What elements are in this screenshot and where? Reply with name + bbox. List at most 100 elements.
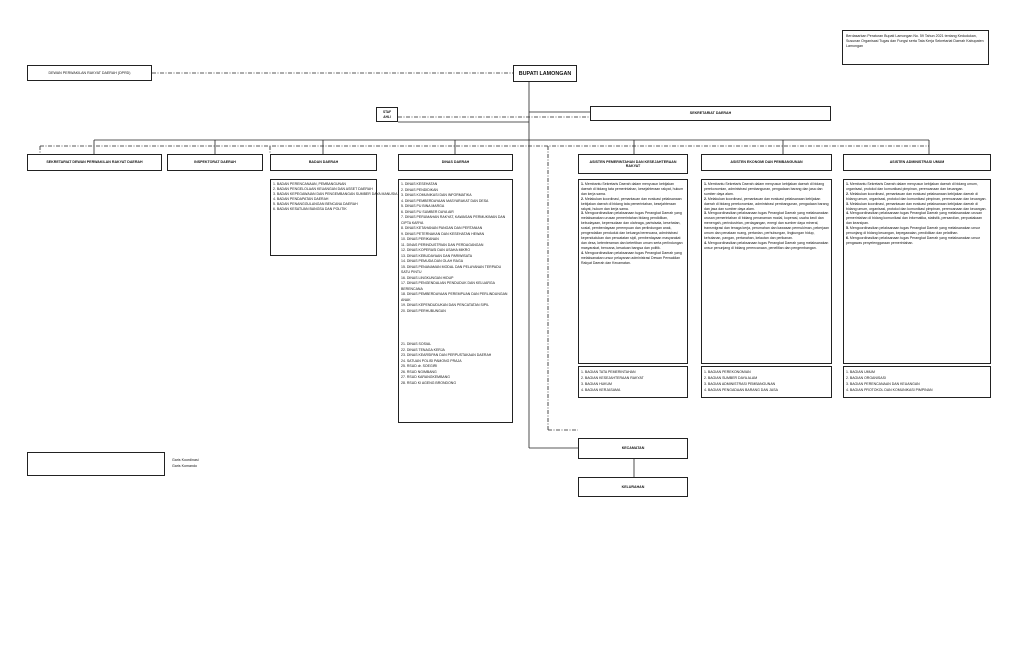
bagian-item: 4. BAGIAN PROTOKOL DAN KOMUNIKASI PIMPIN… [846, 388, 933, 392]
list-item: 1. BADAN PERENCANAAN, PEMBANGUNAN [273, 182, 346, 186]
list-item: 4. DINAS PEMBERDAYAAN MASYARAKAT DAN DES… [401, 198, 489, 203]
list-item: 22. DINAS TENAGA KERJA [401, 347, 445, 352]
asisten1-box: ASISTEN PEMERINTAHAN DAN KESEJAHTERAAN R… [578, 154, 688, 174]
badan-daerah-label: BADAN DAERAH [308, 160, 339, 165]
task-item: 1. Membantu Sekretaris Daerah dalam meny… [704, 182, 829, 197]
list-item: 10. DINAS PERIKANAN [401, 237, 439, 241]
asisten1-bagian: 1. BAGIAN TATA PEMERINTAHAN 2. BAGIAN KES… [578, 366, 688, 398]
bagian-item: 2. BAGIAN ORGANISASI [846, 376, 886, 380]
task-item: 3. Mengoordinasikan pelaksanaan tugas Pe… [704, 211, 829, 240]
legend-box [27, 452, 165, 476]
dprd-box: DEWAN PERWAKILAN RAKYAT DAERAH (DPRD) [27, 65, 152, 81]
list-item: 2. DINAS PENDIDIKAN [401, 187, 438, 192]
task-text: Melakukan koordinasi, pemantauan dan eva… [846, 191, 987, 201]
list-item: 24. SATUAN POLISI PAMONG PRAJA [401, 358, 462, 363]
bagian-item: 1. BAGIAN UMUM [846, 370, 875, 374]
bagian-item: 3. BAGIAN ADMINISTRASI PEMBANGUNAN [704, 382, 776, 386]
kecamatan-label: KECAMATAN [621, 446, 645, 451]
asisten2-bagian: 1. BAGIAN PEREKONOMIAN 2. BAGIAN SUMBER D… [701, 366, 832, 398]
task-text: Membantu Sekretaris Daerah dalam menyusu… [704, 182, 825, 196]
task-text: Mengoordinasikan pelaksanaan tugas Peran… [704, 240, 829, 250]
list-item: 1. DINAS KESEHATAN [401, 182, 438, 186]
task-text: Mengoordinasikan pelaksanaan tugas Peran… [846, 235, 981, 245]
task-number: 2. [581, 196, 584, 201]
kecamatan-box: KECAMATAN [578, 438, 688, 459]
list-item: 6. BADAN KESATUAN BANGSA DAN POLITIK [273, 207, 347, 211]
list-item: 5. BADAN PENANGGULANGAN BENCANA DAERAH [273, 202, 358, 206]
list-item: 3. DINAS KOMUNIKASI DAN INFORMATIKA [401, 193, 472, 197]
list-item: 26. RSUD NGIMBANG [401, 369, 437, 374]
asisten2-box: ASISTEN EKONOMI DAN PEMBANGUNAN [701, 154, 832, 171]
list-item: 4. BADAN PENDAPATAN DAERAH [273, 197, 329, 201]
inspektorat-label: INSPEKTORAT DAERAH [194, 160, 236, 165]
task-text: Melakukan koordinasi, pemantauan dan eva… [704, 196, 829, 211]
task-item: 3. Mengoordinasikan pelaksanaan tugas Pe… [581, 211, 685, 250]
task-text: Melakukan koordinasi, pemantauan dan eva… [846, 201, 987, 211]
task-item: 6. Mengoordinasikan pelaksanaan tugas Pe… [846, 236, 988, 246]
list-item: 8. DINAS KETAHANAN PANGAN DAN PERTANIAN [401, 226, 483, 230]
dinas-daerah-label: DINAS DAERAH [441, 160, 470, 165]
kelurahan-label: KELURAHAN [621, 484, 645, 489]
task-number: 4. [704, 240, 707, 245]
task-item: 2. Melakukan koordinasi, pemantauan dan … [704, 197, 829, 212]
task-item: 2. Melakukan koordinasi, pemantauan dan … [846, 192, 988, 202]
bagian-item: 2. BAGIAN SUMBER DAYA ALAM [704, 376, 758, 380]
list-item: 19. DINAS KEPENDUDUKAN DAN PENCATATAN SI… [401, 303, 490, 307]
task-number: 1. [581, 182, 584, 186]
task-text: Mengoordinasikan pelaksanaan tugas Peran… [846, 226, 981, 236]
asisten1-label: ASISTEN PEMERINTAHAN DAN KESEJAHTERAAN R… [589, 159, 677, 168]
task-text: Melakukan koordinasi, pemantauan dan eva… [581, 196, 682, 211]
sekretariat-daerah-box: SEKRETARIAT DAERAH [590, 106, 831, 121]
task-text: Membantu Sekretaris Daerah dalam menyusu… [581, 182, 684, 196]
asisten2-tasks: 1. Membantu Sekretaris Daerah dalam meny… [701, 179, 832, 364]
staf-ahli-box: STAF AHLI [376, 107, 398, 122]
task-item: 1. Membantu Sekretaris Daerah dalam meny… [846, 182, 988, 192]
list-item: 3. BADAN KEPEGAWAIAN DAN PENGEMBANGAN SU… [273, 192, 398, 196]
task-item: 1. Membantu Sekretaris Daerah dalam meny… [581, 182, 685, 197]
list-item: 13. DINAS KEBUDAYAAN DAN PARIWISATA [401, 253, 473, 258]
list-item: 18. DINAS PEMBERDAYAAN PEREMPUAN DAN PER… [401, 292, 508, 302]
task-item: 4. Mengoordinasikan pelaksanaan tugas Pe… [704, 241, 829, 251]
asisten1-tasks: 1. Membantu Sekretaris Daerah dalam meny… [578, 179, 688, 364]
task-item: 5. Mengoordinasikan pelaksanaan tugas Pe… [846, 226, 988, 236]
bagian-item: 3. BAGIAN HUKUM [581, 382, 612, 386]
list-item: 11. DINAS PERINDUSTRIAN DAN PERDAGANGAN [401, 242, 484, 247]
task-text: Mengoordinasikan pelaksanaan tugas Peran… [846, 211, 983, 226]
regulation-note-text: Berdasarkan Peraturan Bupati Lamongan No… [846, 34, 984, 48]
list-item: 21. DINAS SOSIAL [401, 342, 432, 346]
bagian-item: 4. BAGIAN KERJASAMA [581, 388, 621, 392]
bupati-box: BUPATI LAMONGAN [513, 65, 577, 82]
sekretariat-daerah-label: SEKRETARIAT DAERAH [689, 111, 732, 116]
task-number: 2. [846, 191, 849, 196]
task-text: Mengoordinasikan pelaksanaan tugas Peran… [581, 211, 683, 250]
bagian-item: 1. BAGIAN PEREKONOMIAN [704, 370, 751, 374]
list-item: 2. BADAN PENGELOLAAN KEUANGAN DAN ASSET … [273, 187, 373, 191]
badan-list: 1. BADAN PERENCANAAN, PEMBANGUNAN 2. BAD… [270, 179, 398, 256]
task-number: 4. [846, 211, 849, 216]
badan-daerah-box: BADAN DAERAH [270, 154, 377, 171]
regulation-note: Berdasarkan Peraturan Bupati Lamongan No… [842, 30, 989, 65]
kelurahan-box: KELURAHAN [578, 477, 688, 497]
bagian-item: 1. BAGIAN TATA PEMERINTAHAN [581, 370, 636, 374]
task-item: 4. Mengoordinasikan pelaksanaan tugas Pe… [846, 211, 988, 226]
task-number: 6. [846, 235, 849, 240]
task-text: Membantu Sekretaris Daerah dalam menyusu… [846, 182, 978, 191]
list-item: 15. DINAS PENANAMAN MODAL DAN PELAYANAN … [401, 264, 502, 275]
list-item: 9. DINAS PETERNAKAN DAN KESEHATAN HEWAN [401, 231, 485, 236]
list-item: 28. RSUD KI AGENG BRONDONG [401, 380, 457, 385]
bupati-label: BUPATI LAMONGAN [518, 70, 572, 77]
list-item: 7. DINAS PERUMAHAN RAKYAT, KAWASAN PERMU… [401, 215, 506, 225]
task-number: 2. [704, 196, 707, 201]
task-item: 4. Mengoordinasikan pelaksanaan tugas Pe… [581, 251, 685, 266]
inspektorat-box: INSPEKTORAT DAERAH [167, 154, 263, 171]
asisten3-tasks: 1. Membantu Sekretaris Daerah dalam meny… [843, 179, 991, 364]
task-number: 4. [581, 250, 584, 255]
task-item: 2. Melakukan koordinasi, pemantauan dan … [581, 197, 685, 212]
task-number: 1. [846, 182, 849, 186]
task-number: 5. [846, 226, 849, 231]
bagian-item: 2. BAGIAN KESEJAHTERAAN RAKYAT [581, 376, 644, 380]
